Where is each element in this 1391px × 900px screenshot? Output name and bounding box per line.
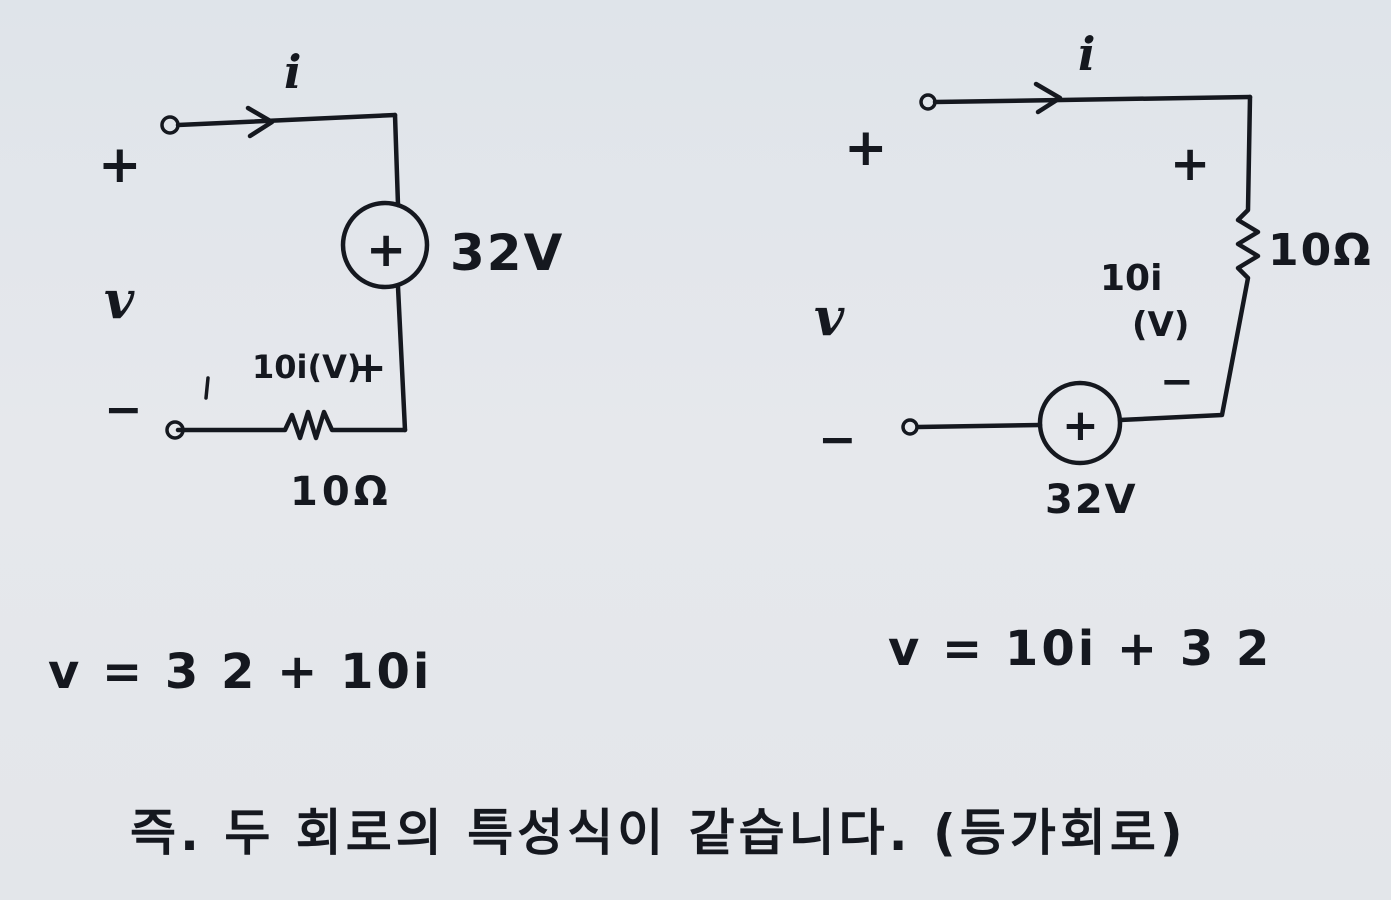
left-bottom-tick [204,376,210,400]
right-resistor-plus: + [1170,136,1210,192]
right-resistor-voltage-line1: 10i [1100,258,1162,299]
left-resistor-voltage: 10i(V) [252,348,362,386]
left-resistor-value: 10Ω [290,469,392,515]
left-resistor-plus: + [350,342,387,393]
right-resistor-wire [1117,94,1261,423]
right-source-value: 32V [1045,477,1138,523]
right-minus-terminal-label: − [818,412,857,466]
left-source-symbol: + [366,222,406,278]
right-resistor-voltage-line2: (V) [1132,305,1189,345]
conclusion-text: 즉. 두 회로의 특성식이 같습니다. (등가회로) [130,804,1187,862]
left-bottom-resistor-wire [175,409,408,441]
left-right-wire-upper [392,112,401,208]
left-top-terminal [160,115,180,135]
left-top-wire [175,112,398,128]
left-current-arrow [245,105,275,139]
left-plus-terminal-label: + [98,135,142,195]
right-bottom-wire [915,422,1043,430]
left-right-wire-lower [395,284,408,433]
right-bottom-terminal [901,418,919,436]
left-circuit [160,105,430,441]
right-current-label: i [1078,27,1095,81]
right-resistor-value: 10Ω [1268,225,1373,276]
left-source-value: 32V [450,224,564,282]
left-equation: v = 3 2 + 10i [48,644,432,700]
right-equation: v = 10i + 3 2 [888,621,1272,677]
right-source-symbol: + [1062,400,1099,451]
right-plus-terminal-label: + [844,118,888,178]
right-top-wire [932,94,1253,105]
right-current-arrow [1033,81,1063,115]
right-circuit [901,81,1261,466]
left-current-label: i [284,45,301,99]
left-voltage-source [340,200,430,290]
left-bottom-terminal [165,420,185,440]
left-minus-terminal-label: − [104,382,143,436]
left-voltage-label: v [104,270,135,331]
right-voltage-label: v [814,287,845,348]
right-resistor-minus: − [1160,359,1194,405]
